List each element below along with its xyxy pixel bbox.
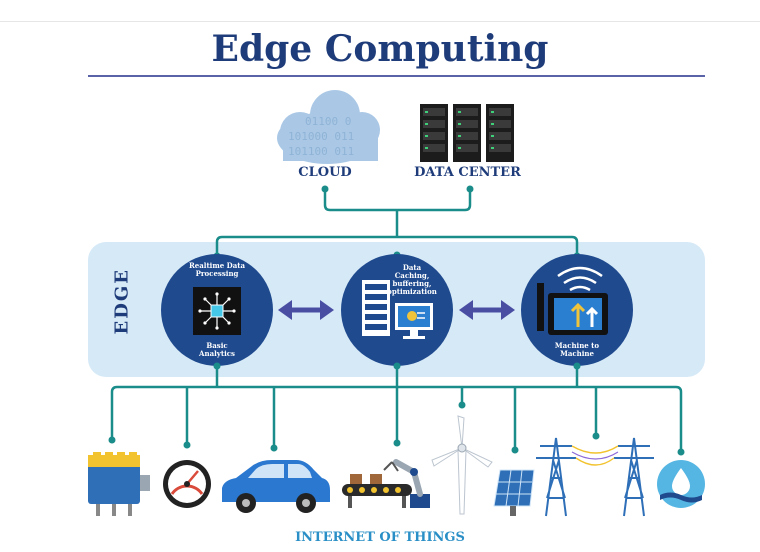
processor-chip-icon	[193, 287, 241, 335]
upper-connector-lines	[215, 190, 579, 258]
node-basic-analytics-label: Basic Analytics	[199, 341, 235, 358]
node-machine-to-machine-label: Machine to Machine	[554, 341, 600, 358]
data-center-icon	[420, 104, 514, 162]
node-realtime-processing-label: Realtime Data Processing	[188, 261, 246, 278]
node-data-caching-label: Data Caching, buffering, optimization	[387, 263, 437, 296]
edge-label: EDGE	[111, 268, 133, 335]
power-transmission-towers-icon	[536, 437, 654, 517]
cloud-binary-row: 101100 011	[288, 145, 354, 158]
cloud-binary-row: 101000 011	[288, 130, 354, 143]
device-connector-dots	[108, 362, 685, 456]
data-center-label: DATA CENTER	[414, 165, 521, 180]
wind-turbine-icon	[431, 415, 493, 515]
top-divider	[0, 21, 760, 22]
car-icon	[222, 460, 330, 513]
machine-to-machine-icon	[537, 266, 608, 335]
engine-icon	[88, 452, 150, 516]
speedometer-icon	[163, 460, 211, 508]
page-title: Edge Computing	[211, 28, 549, 70]
cloud-icon: 01100 0 101000 011 101100 011	[277, 90, 380, 164]
solar-panel-icon	[493, 469, 535, 516]
internet-of-things-label: INTERNET OF THINGS	[295, 530, 465, 545]
cloud-label: CLOUD	[298, 165, 352, 180]
cloud-binary-row: 01100 0	[305, 115, 351, 128]
title-underline	[88, 75, 705, 77]
bidirectional-arrow-right	[459, 300, 515, 320]
robotic-arm-conveyor-icon	[342, 459, 430, 508]
bidirectional-arrow-left	[278, 300, 334, 320]
server-monitor-icon	[362, 280, 433, 339]
water-sensor-icon	[657, 460, 705, 508]
